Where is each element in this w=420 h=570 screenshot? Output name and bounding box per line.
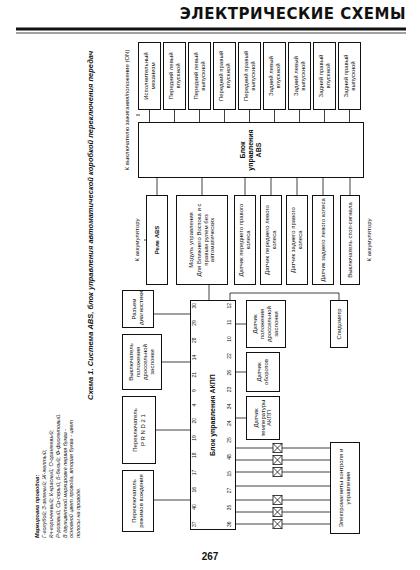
- component-box: Передний левый впускной: [163, 42, 186, 110]
- wire-connector: [349, 110, 350, 122]
- component-box: Реле ABS: [146, 195, 168, 285]
- header-title: ЭЛЕКТРИЧЕСКИЕ СХЕМЫ: [150, 6, 406, 23]
- component-name: Разъем диагностики: [131, 293, 145, 325]
- wire-connector: [209, 285, 210, 300]
- wire-connector: [154, 314, 190, 315]
- pin-numbers: 37 40 16 17 18 19 20 4 9 21 14 28 29 30: [192, 303, 198, 527]
- pin-numbers: 36 35 27 15 48 25 24 34 23 26 22 10 11 1…: [227, 303, 233, 527]
- component-name: Задний левый выпускной: [293, 45, 307, 107]
- page-number: 267: [190, 551, 230, 563]
- component-box: Спидометр: [330, 300, 348, 348]
- wire-connector: [202, 178, 203, 195]
- component-box: Задний правый выпускной: [338, 42, 361, 110]
- component-name: Датчик заднего правого колеса: [290, 198, 304, 282]
- component-name: Электромагниты контроля и управления: [338, 445, 352, 531]
- wire-color-note: Маркировка проводов:: [34, 408, 41, 538]
- wire-connector: [157, 178, 158, 195]
- component-box: Переключатель режимов вождения: [122, 470, 154, 532]
- wire-color-key: Маркировка проводов:Г-голубой; З-зеленый…: [34, 408, 82, 538]
- wire-connector: [324, 110, 325, 122]
- component-box: Передний левый выпускной: [188, 42, 211, 110]
- wire-connector: [249, 110, 250, 122]
- supply-note: К выключателю зажигания/положение (ON): [124, 42, 131, 178]
- wire-connector: [149, 110, 150, 122]
- control-unit-box: Блок управления ABS: [138, 122, 364, 178]
- header-rule: [16, 33, 406, 34]
- component-name: Исполнительный механизм: [143, 45, 157, 107]
- wire-connector: [156, 430, 190, 431]
- wire-connector: [174, 110, 175, 122]
- wire-color-note: Р-розовый; Ср-серый; Б-белый; Ф-фиолетов…: [55, 408, 62, 538]
- wire-color-note: В двухцветной маркировке первая буква - …: [62, 408, 83, 538]
- wire-connector: [154, 500, 190, 501]
- header-rule: [16, 28, 406, 31]
- component-name: Переключатель режимов вождения: [131, 473, 145, 529]
- wire-connector: [350, 178, 351, 195]
- component-name: Выключатель положения дроссельной заслон…: [128, 337, 156, 387]
- component-name: Датчик переднего левого колеса: [264, 198, 278, 282]
- component-note: P R N D 2 1: [140, 414, 147, 446]
- component-box: Исполнительный механизм: [138, 42, 161, 110]
- component-box: Задний левый выпускной: [288, 42, 311, 110]
- wire-connector: [236, 372, 246, 373]
- component-box: Датчик положения дроссельной заслонки: [246, 300, 286, 348]
- wire-connector: [299, 110, 300, 122]
- wire-connector: [224, 110, 225, 122]
- diagram-title: Схема 1. Система ABS, блок управления ав…: [86, 45, 95, 400]
- component-box: Разъем диагностики: [122, 290, 154, 328]
- component-box: ПереключательP R N D 2 1: [122, 396, 156, 464]
- component-name: Модуль управления: [188, 212, 195, 268]
- diagram-frame: Схема 1. Система ABS, блок управления ав…: [30, 40, 390, 540]
- component-name: Датчик температуры АКПП: [253, 399, 274, 437]
- wire-color-note: Кч-коричневый; К-красный; О-оранжевый;: [48, 408, 55, 538]
- component-name: Передний левый впускной: [168, 45, 182, 107]
- component-name: Передний левый выпускной: [193, 45, 207, 107]
- component-name: Задний правый впускной: [318, 45, 332, 107]
- component-box: Датчик переднего левого колеса: [260, 195, 282, 285]
- component-box: Электромагниты контроля и управления: [330, 442, 360, 534]
- wire-connector: [230, 293, 339, 300]
- wire-connector: [162, 362, 190, 363]
- component-name: Датчик положения дроссельной заслонки: [252, 303, 280, 345]
- component-box: Задний левый впускной: [263, 42, 286, 110]
- component-name: Датчик оборотов: [256, 355, 270, 389]
- wire-connector: [297, 178, 298, 195]
- component-name: Задний левый впускной: [268, 45, 282, 107]
- component-box: Выключатель положения дроссельной заслон…: [122, 334, 162, 390]
- component-box: Датчик заднего правого колеса: [286, 195, 308, 285]
- component-box: Выключатель стоп-сигнала: [340, 195, 360, 285]
- component-box: Датчик оборотов: [246, 352, 280, 392]
- wire-connector: [245, 178, 246, 195]
- wire-connector: [199, 110, 200, 122]
- component-name: Переключатель: [132, 408, 139, 452]
- wire-connector: [236, 418, 246, 419]
- component-box: Датчик переднего правого колеса: [234, 195, 256, 285]
- component-box: Задний правый впускной: [313, 42, 336, 110]
- component-name: Датчик заднего левого колеса: [320, 198, 327, 282]
- wire-connector: [236, 486, 330, 487]
- component-name: Передний правый выпускной: [243, 45, 257, 107]
- supply-note: К аккумулятору: [366, 195, 373, 285]
- component-name: Задний правый выпускной: [343, 45, 357, 107]
- wire-connector: [323, 178, 324, 195]
- component-name: Спидометр: [336, 308, 343, 339]
- component-box: Передний правый выпускной: [238, 42, 261, 110]
- component-name: Выключатель стоп-сигнала: [347, 202, 354, 278]
- component-box: Передний правый впускной: [213, 42, 236, 110]
- component-box: Датчик заднего левого колеса: [312, 195, 334, 285]
- component-box: Датчик температуры АКПП: [246, 396, 280, 440]
- wire-connector: [271, 178, 272, 195]
- wire-connector: [236, 324, 246, 325]
- supply-note: К аккумулятору: [134, 195, 141, 285]
- component-name: Реле ABS: [154, 226, 161, 255]
- component-name: Датчик переднего правого колеса: [238, 198, 252, 282]
- component-note: Для Ближнего Востока и с правым рулем бе…: [196, 198, 217, 282]
- component-name: Блок управления АКПП: [209, 374, 217, 456]
- component-name: Передний правый впускной: [218, 45, 232, 107]
- component-name: Блок управления ABS: [239, 125, 263, 175]
- wire-color-note: Г-голубой; З-зеленый; Ж-желтый;: [41, 408, 48, 538]
- wire-connector: [274, 110, 275, 122]
- component-box: Модуль управленияДля Ближнего Востока и …: [176, 195, 228, 285]
